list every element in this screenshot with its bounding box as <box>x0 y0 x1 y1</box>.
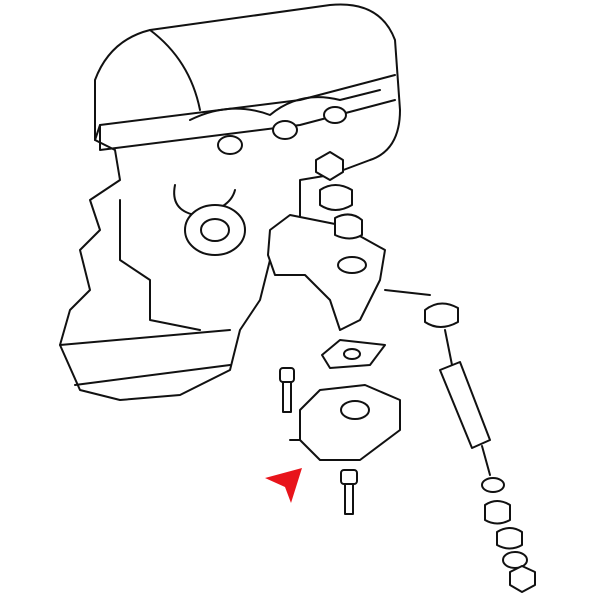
shock-absorber <box>424 302 491 476</box>
mount-bolt <box>340 469 358 515</box>
plate-hole <box>343 348 361 360</box>
engine-bracket <box>267 214 431 331</box>
shock-bushings <box>481 477 536 593</box>
red-arrow-pointer-icon <box>265 468 302 503</box>
engine-mount <box>289 384 401 461</box>
small-bolt <box>279 367 295 413</box>
top-nut-and-bushings <box>315 151 363 240</box>
engine-block <box>59 3 401 401</box>
